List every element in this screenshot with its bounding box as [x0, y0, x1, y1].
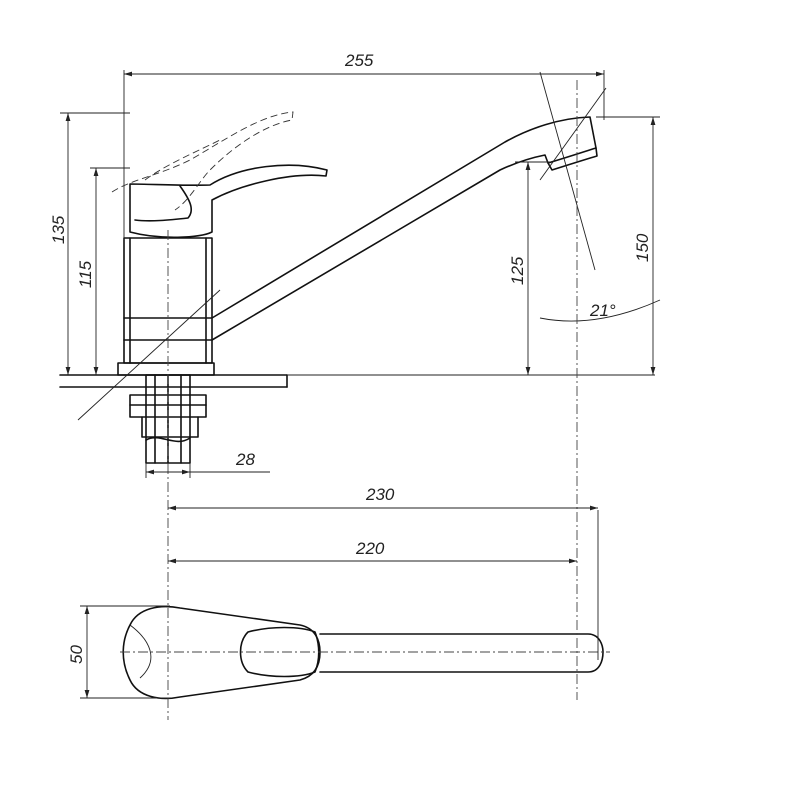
dim-label-21-deg: 21° [589, 301, 616, 320]
dim-label-125: 125 [508, 256, 527, 285]
center-lines [167, 80, 578, 720]
top-view [120, 605, 610, 700]
side-view [59, 71, 661, 464]
dimension-base-diameter: 28 [146, 450, 270, 475]
top-body-outline [122, 605, 321, 700]
dimension-swivel-angle: 21° [589, 301, 616, 320]
angle-arc [539, 299, 661, 322]
dimension-overall-width: 255 [124, 51, 604, 77]
dimension-spout-max-height: 150 [633, 117, 656, 375]
dimension-cropped: 135 [49, 113, 71, 375]
lever-handle [129, 164, 328, 239]
dim-label-28: 28 [235, 450, 255, 469]
faucet-body [117, 237, 215, 376]
dim-label-150: 150 [633, 233, 652, 262]
angle-line-b [539, 87, 607, 181]
dim-label-50: 50 [67, 645, 86, 664]
top-body-curve [129, 624, 152, 679]
angle-line-a [539, 71, 596, 271]
top-spout-arm [319, 633, 604, 673]
spout [211, 116, 598, 341]
dimension-spout-height: 125 [508, 162, 531, 375]
dim-label-230: 230 [365, 485, 395, 504]
dim-label-115: 115 [76, 260, 95, 288]
lever-handle-raised-position [111, 111, 294, 211]
dim-label-220: 220 [355, 539, 385, 558]
dimension-reach-outer: 230 [168, 485, 598, 511]
dim-label-255: 255 [344, 51, 374, 70]
top-handle-grip [239, 626, 320, 678]
dimension-handle-height: 115 [76, 168, 99, 375]
angle-line-c [77, 289, 221, 421]
dimension-reach-inner: 220 [168, 539, 577, 564]
dim-label-135: 135 [49, 215, 68, 244]
dimension-top-width: 50 [67, 606, 90, 698]
